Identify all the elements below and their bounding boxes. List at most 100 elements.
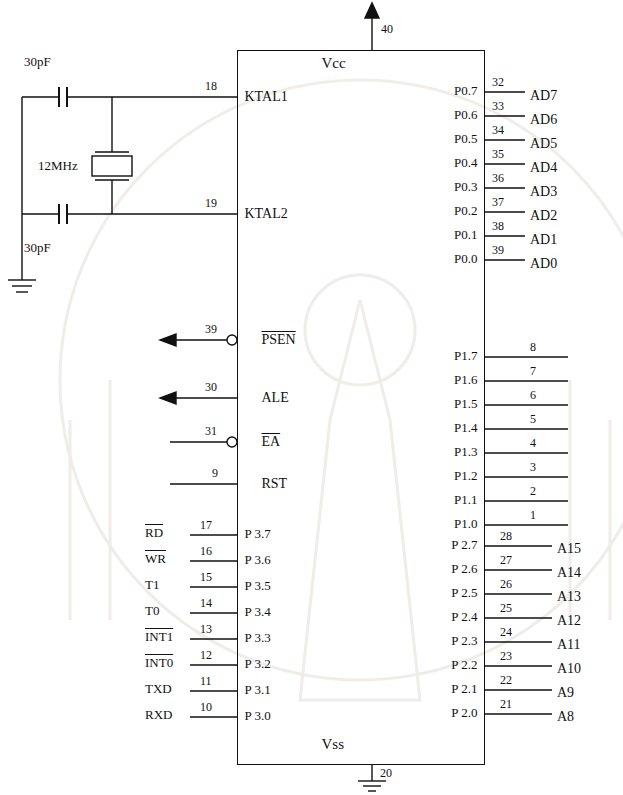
- pin-number: 17: [200, 519, 212, 532]
- signal-name: AD2: [530, 208, 557, 223]
- pin-number: 35: [492, 148, 504, 161]
- pin-name: P0.0: [454, 252, 477, 266]
- pin-number: 18: [205, 80, 217, 93]
- signal-name: AD0: [530, 256, 557, 271]
- pin-name: P0.5: [454, 132, 477, 146]
- signal-name: INT1: [145, 630, 173, 644]
- signal-name: AD3: [530, 184, 557, 199]
- signal-name: AD1: [530, 232, 557, 247]
- pin-number: 5: [530, 413, 536, 426]
- pin-number: 30: [205, 381, 217, 394]
- pin-wire: [485, 259, 525, 260]
- pin-wire: [485, 665, 552, 666]
- pin-number: 7: [530, 365, 536, 378]
- pin-name: ALE: [262, 390, 289, 405]
- signal-name: A12: [557, 613, 581, 628]
- pin-name: P1.1: [454, 493, 477, 507]
- pin-name: P1.7: [454, 349, 477, 363]
- pin-number: 16: [200, 545, 212, 558]
- port-pin-wires: [190, 92, 568, 717]
- pin-wire: [190, 690, 237, 691]
- pin-number: 37: [492, 196, 504, 209]
- signal-name: A14: [557, 565, 581, 580]
- pin-number: 19: [205, 197, 217, 210]
- pin-name: RST: [262, 476, 288, 491]
- signal-name: A13: [557, 589, 581, 604]
- pin-name: P 2.7: [451, 538, 477, 552]
- pin-name: Vcc: [322, 55, 346, 72]
- signal-name: A15: [557, 541, 581, 556]
- pin-wire: [190, 612, 237, 613]
- signal-name: A10: [557, 661, 581, 676]
- pin-number: 14: [200, 597, 212, 610]
- pin-wire: [485, 115, 525, 116]
- pin-number: 12: [200, 649, 212, 662]
- pin-name: P0.1: [454, 228, 477, 242]
- pin-name: P 2.5: [451, 586, 477, 600]
- pin-number: 32: [492, 76, 504, 89]
- pin-number: 21: [500, 698, 512, 711]
- pin-number: 23: [500, 650, 512, 663]
- signal-name: AD5: [530, 136, 557, 151]
- pin-name: P0.6: [454, 108, 477, 122]
- pin-name: EA: [262, 434, 281, 449]
- microcontroller-chip: VccKTAL1KTAL2PSENALEEARSTP 3.7P 3.6P 3.5…: [237, 50, 485, 765]
- pin-number: 4: [530, 437, 536, 450]
- pin-wire: [190, 534, 237, 535]
- pin-name: P 3.3: [245, 631, 271, 645]
- vcc-wire: [371, 14, 372, 50]
- pin-name: P 3.5: [245, 579, 271, 593]
- pin-number: 20: [380, 767, 392, 780]
- pin-wire: [485, 593, 552, 594]
- signal-name: RXD: [145, 708, 172, 722]
- pin-name: P 2.2: [451, 658, 477, 672]
- pin-name: PSEN: [262, 332, 296, 347]
- pin-number: 28: [500, 530, 512, 543]
- signal-name: A9: [557, 685, 574, 700]
- pin-wire: [485, 689, 552, 690]
- pin-number: 38: [492, 220, 504, 233]
- pin-wire: [485, 235, 525, 236]
- pin-number: 15: [200, 571, 212, 584]
- pin-name: Vss: [322, 736, 345, 753]
- pin-number: 3: [530, 461, 536, 474]
- pin-number: 33: [492, 100, 504, 113]
- signal-name: T0: [145, 604, 159, 618]
- pin-number: 34: [492, 124, 504, 137]
- pin-wire: [485, 524, 568, 525]
- vss-wire: [371, 765, 372, 781]
- pin-wire: [190, 560, 237, 561]
- pin-number: 10: [200, 701, 212, 714]
- pin-wire: [485, 713, 552, 714]
- pin-number: 24: [500, 626, 512, 639]
- pin-wire: [485, 187, 525, 188]
- pin-wire: [190, 716, 237, 717]
- pin-number: 39: [492, 244, 504, 257]
- signal-name: WR: [145, 552, 166, 566]
- pin-wire: [485, 569, 552, 570]
- signal-name: A11: [557, 637, 581, 652]
- pin-wire: [485, 476, 568, 477]
- pin-wire: [485, 380, 568, 381]
- pin-name: P 2.0: [451, 706, 477, 720]
- pin-number: 31: [205, 425, 217, 438]
- pin-number: 22: [500, 674, 512, 687]
- pin-name: P 3.0: [245, 709, 271, 723]
- pin-wire: [485, 617, 552, 618]
- pin-number: 11: [200, 675, 212, 688]
- pin-number: 6: [530, 389, 536, 402]
- pin-name: P1.3: [454, 445, 477, 459]
- pin-wire: [485, 452, 568, 453]
- signal-name: AD7: [530, 88, 557, 103]
- pin-wire: [485, 500, 568, 501]
- pin-wire: [485, 356, 568, 357]
- pin-name: P1.5: [454, 397, 477, 411]
- pin-name: P 2.3: [451, 634, 477, 648]
- pin-name: P 3.7: [245, 527, 271, 541]
- component-value: 30pF: [24, 55, 51, 69]
- watermark-seal: [60, 80, 623, 700]
- pin-number: 39: [205, 323, 217, 336]
- pin-wire: [485, 545, 552, 546]
- component-value: 12MHz: [38, 159, 78, 173]
